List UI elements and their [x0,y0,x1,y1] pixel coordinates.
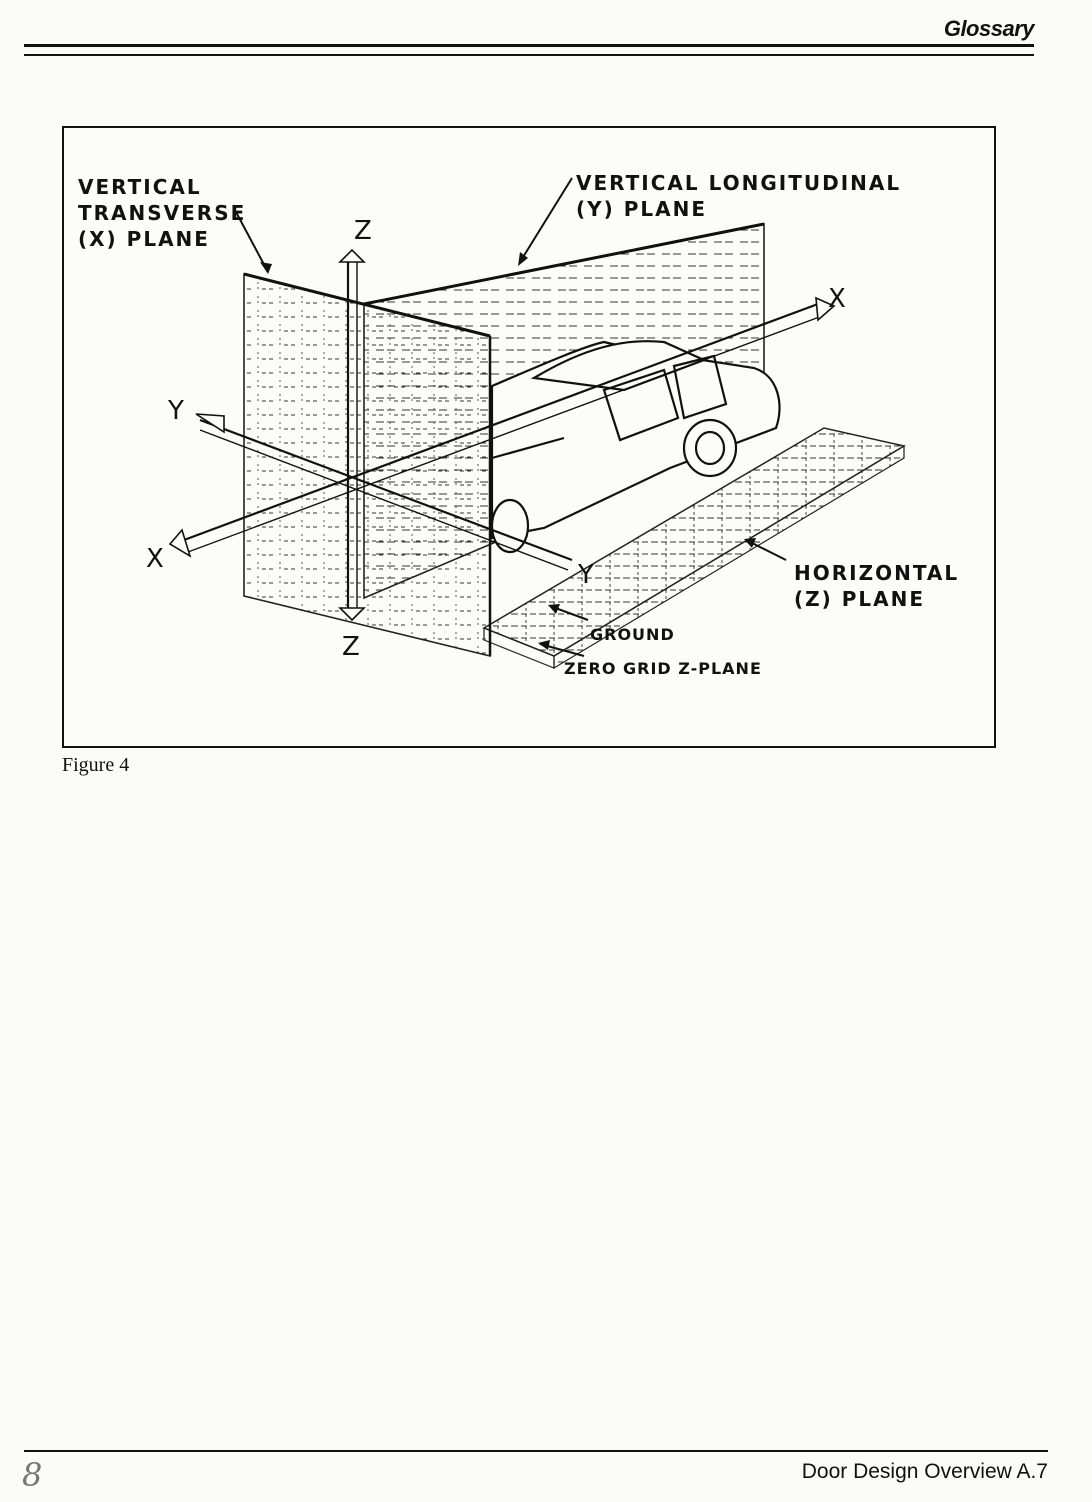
label-zero-grid: ZERO GRID Z-PLANE [564,659,762,678]
header-title: Glossary [943,16,1035,41]
axis-label-z-top: Z [354,216,372,246]
z-axis [338,248,366,622]
car-illustration [490,340,781,554]
y-axis [195,413,573,571]
axis-label-z-bottom: Z [342,632,360,662]
label-vertical-transverse: VERTICAL TRANSVERSE (X) PLANE [78,175,247,251]
vehicle-coordinate-diagram [168,177,906,670]
axis-label-x-left: X [146,544,164,574]
page-number: 8 [22,1456,43,1494]
header-rule-thin [24,54,1034,56]
axis-label-y-left: Y [168,396,184,426]
footer-title: Door Design Overview A.7 [801,1460,1048,1483]
axis-label-y-right: Y [578,560,594,590]
figure-caption: Figure 4 [62,754,130,776]
x-axis [168,296,836,558]
label-vertical-longitudinal: VERTICAL LONGITUDINAL (Y) PLANE [576,171,902,221]
horizontal-plane [482,427,906,670]
axis-label-x-right: X [828,284,846,314]
vertical-transverse-plane [243,272,492,658]
label-horizontal-plane: HORIZONTAL (Z) PLANE [794,561,960,611]
footer-rule [24,1450,1048,1452]
figure-frame: VERTICAL TRANSVERSE (X) PLANE VERTICAL L… [62,126,996,748]
label-ground: GROUND [590,625,675,644]
header-rule-thick [24,44,1034,47]
leader-arrowheads [260,252,756,650]
